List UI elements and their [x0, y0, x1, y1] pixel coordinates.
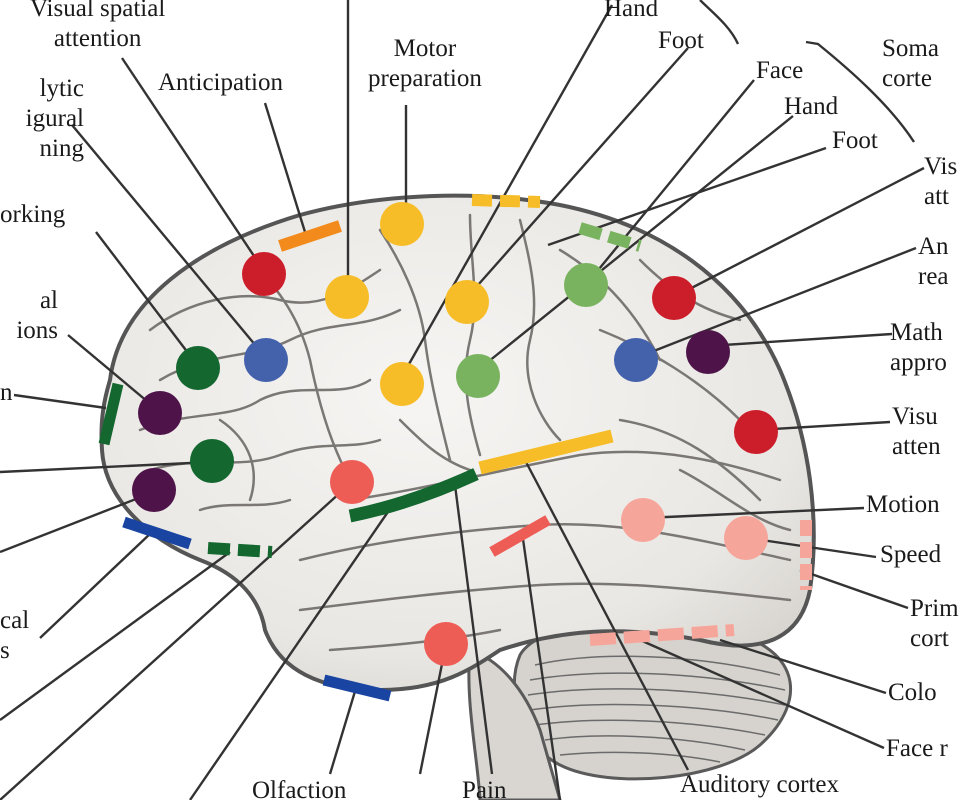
region-strips — [98, 194, 812, 702]
label-working: orking — [0, 201, 66, 228]
label-visual-attention-right2: Visu atten — [892, 403, 941, 460]
label-foot-right: Foot — [832, 127, 878, 154]
spot-blue — [614, 338, 658, 382]
leader-lines — [0, 0, 925, 800]
label-face-right: Face — [756, 57, 804, 84]
strip-yellow — [478, 429, 614, 475]
label-motion: Motion — [866, 491, 940, 518]
label-pain: Pain — [462, 777, 507, 804]
label-color: Colo — [888, 679, 937, 706]
spot-green-dark — [176, 346, 220, 390]
label-speed: Speed — [880, 541, 942, 568]
spot-yellow — [445, 280, 489, 324]
strip-green-light — [578, 222, 642, 252]
spot-blue — [244, 338, 288, 382]
spot-pink — [724, 516, 768, 560]
spot-yellow — [325, 275, 369, 319]
spot-green-dark — [190, 439, 234, 483]
spot-green-light — [456, 354, 500, 398]
spot-red — [734, 410, 778, 454]
label-anticipation: Anticipation — [158, 69, 283, 96]
label-olfaction: Olfaction — [252, 777, 347, 804]
spot-salmon — [424, 622, 468, 666]
spot-purple — [132, 468, 176, 512]
spot-salmon — [330, 460, 374, 504]
spot-yellow — [380, 362, 424, 406]
region-spots — [132, 202, 778, 666]
label-auditory-cortex: Auditory cortex — [680, 771, 839, 798]
strip-green-dark — [98, 382, 124, 446]
spot-pink — [621, 498, 665, 542]
label-face-bottom: Face r — [886, 735, 948, 762]
strip-orange — [278, 220, 342, 252]
strip-salmon — [489, 515, 551, 557]
spot-red — [242, 252, 286, 296]
strip-navy — [122, 516, 192, 550]
brackets — [699, 0, 916, 143]
strip-pink — [589, 624, 735, 646]
spot-purple — [686, 330, 730, 374]
label-an-rea: An rea — [918, 233, 949, 290]
spot-purple — [138, 391, 182, 435]
label-left-n: n — [0, 379, 13, 406]
label-analytic-figural-reasoning: lytic igural ning — [25, 75, 84, 162]
label-motor-preparation: Motor preparation — [368, 35, 482, 92]
label-hand-top: Hand — [604, 0, 659, 22]
label-visual-attention-right: Vis att — [924, 153, 958, 210]
strip-navy — [322, 674, 392, 702]
strip-green-dark — [207, 542, 273, 558]
label-foot-top: Foot — [658, 27, 704, 54]
spot-red — [652, 276, 696, 320]
label-visual-spatial-attention: Visual spatial attention — [30, 0, 166, 52]
spot-green-light — [564, 263, 608, 307]
label-verbal-operations: al ions — [16, 287, 58, 344]
label-primary-cortex: Prim cort — [910, 595, 959, 652]
strip-yellow — [471, 194, 541, 208]
label-math-approx: Math appro — [890, 319, 947, 376]
label-hand-right: Hand — [784, 93, 839, 120]
spot-yellow — [380, 202, 424, 246]
label-left-cal: cal s — [0, 607, 30, 664]
strip-green-dark — [348, 468, 479, 523]
label-somatosensory-cortex: Soma corte — [882, 35, 939, 92]
